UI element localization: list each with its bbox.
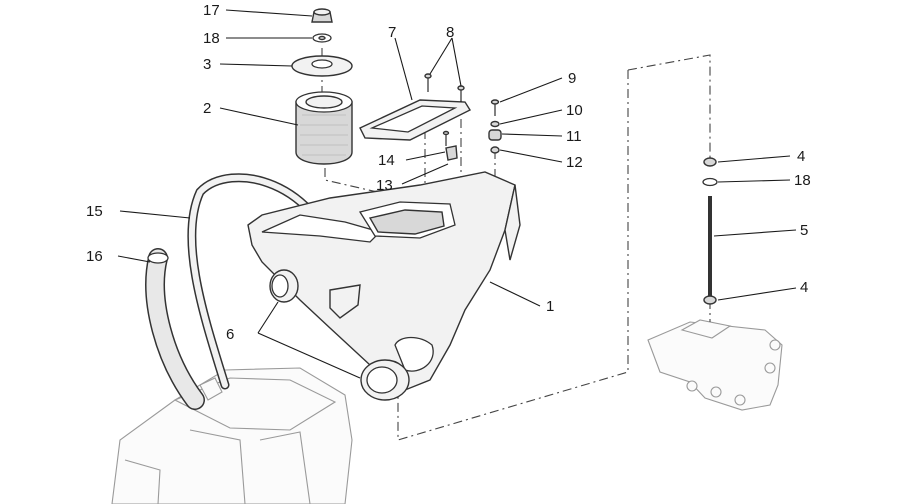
cover-3: [291, 55, 353, 77]
air-box-body-1: [247, 171, 521, 391]
washer-18-right: [702, 177, 718, 187]
lid-7: [359, 99, 472, 141]
sleeves-6: [269, 269, 410, 401]
callout-2: 2: [203, 100, 211, 117]
callout-13: 13: [376, 177, 393, 194]
callout-8: 8: [446, 24, 454, 41]
washer-18-top: [312, 33, 332, 43]
screw-13: [442, 130, 450, 146]
nut-17: [311, 8, 333, 23]
callout-11: 11: [566, 128, 582, 145]
callout-17: 17: [203, 2, 220, 19]
leader-lines: [117, 9, 797, 379]
screws-8: [424, 73, 465, 102]
callout-10: 10: [566, 102, 583, 119]
frame-bracket: [647, 319, 783, 411]
callout-7: 7: [388, 24, 396, 41]
callout-1: 1: [546, 298, 554, 315]
washer-10: [490, 120, 500, 128]
callout-18-right: 18: [794, 172, 811, 189]
nut-4-top: [703, 157, 717, 167]
callout-16: 16: [86, 248, 103, 265]
engine-block: [111, 367, 353, 504]
rubber-mount-11: [488, 129, 502, 141]
callout-3: 3: [203, 56, 211, 73]
callout-6: 6: [226, 326, 234, 343]
corrugated-hose-16: [145, 248, 205, 410]
nut-4-bottom: [703, 295, 717, 305]
callout-4-top: 4: [797, 148, 805, 165]
callout-5: 5: [800, 222, 808, 239]
clip-14: [445, 145, 458, 161]
filter-element-2: [295, 91, 353, 165]
callout-18-top: 18: [203, 30, 220, 47]
callout-15: 15: [86, 203, 103, 220]
callout-4-bottom: 4: [800, 279, 808, 296]
callout-14: 14: [378, 152, 395, 169]
bolt-9: [490, 99, 500, 116]
callout-12: 12: [566, 154, 583, 171]
bushing-12: [490, 146, 500, 154]
callout-9: 9: [568, 70, 576, 87]
